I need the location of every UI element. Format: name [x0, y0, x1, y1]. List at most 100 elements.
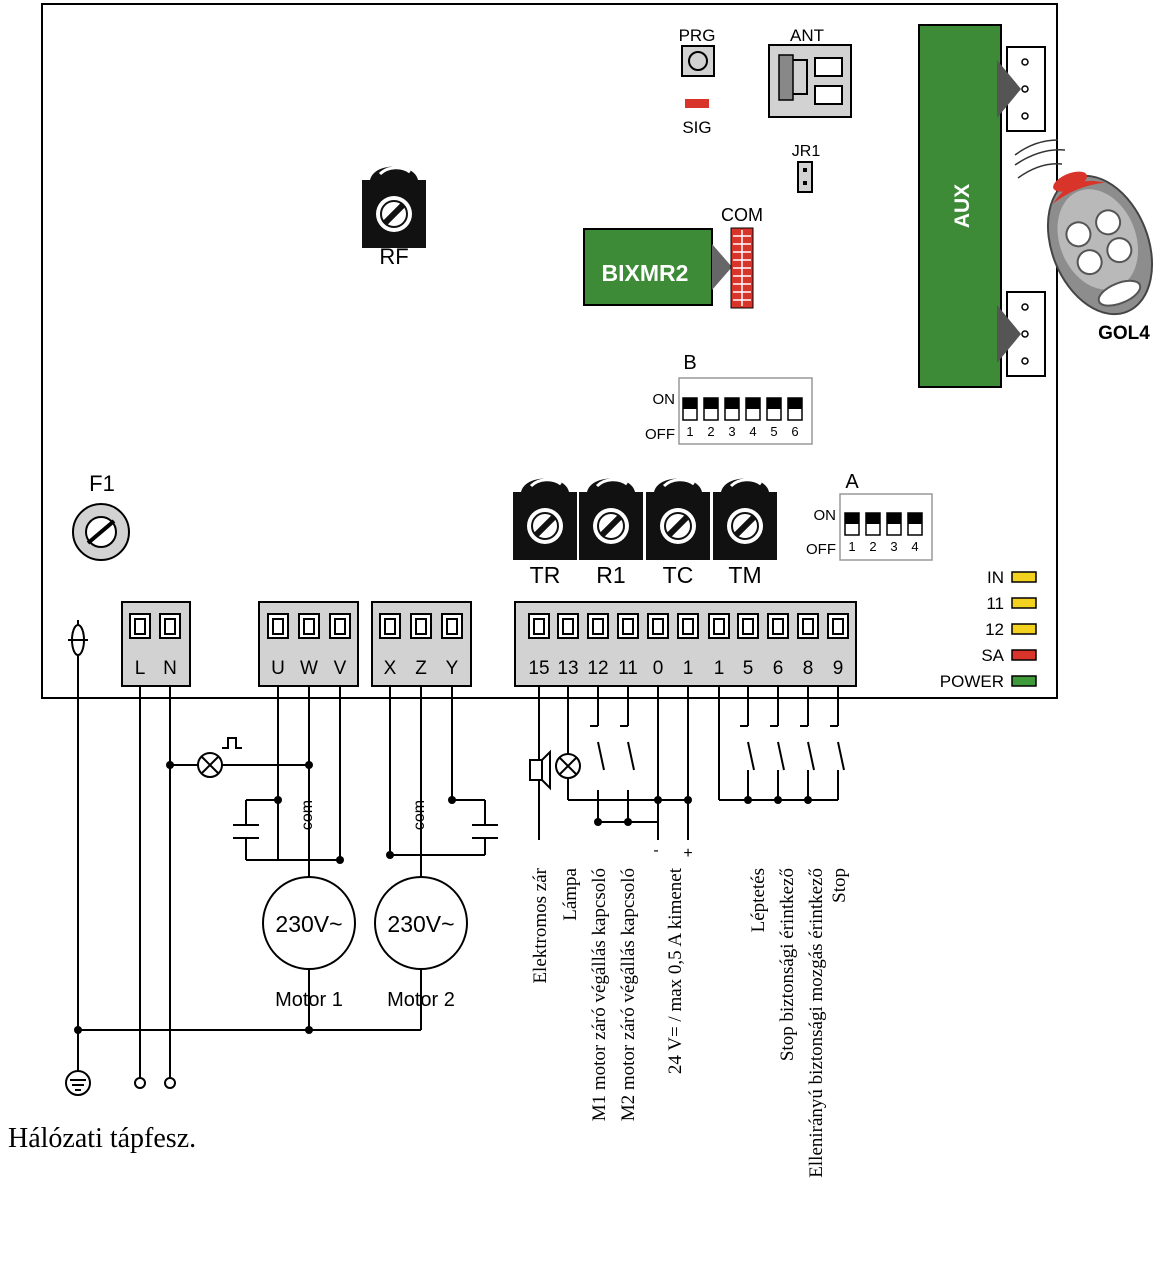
led-label: SA: [981, 646, 1004, 665]
screw-terminal-io[interactable]: [647, 613, 669, 639]
aux-module: [918, 24, 1002, 388]
screw-terminal-motor2[interactable]: [379, 613, 401, 639]
r1-trimmer-knob[interactable]: [579, 479, 643, 561]
f1-label: F1: [89, 471, 115, 496]
led-indicator: [1011, 675, 1037, 687]
motor1-com-label: com: [299, 800, 316, 830]
trimmer-label-tm: TM: [728, 562, 761, 588]
tr-trimmer-knob[interactable]: [513, 479, 577, 561]
dip-b-number: 6: [791, 424, 798, 439]
aux-label: AUX: [951, 184, 974, 228]
bixmr2-arrow: [712, 244, 732, 290]
terminal-label-io: 5: [743, 658, 754, 679]
terminal-label-motor1: V: [334, 658, 347, 679]
prg-button-knob: [688, 51, 708, 71]
screw-terminal-io[interactable]: [797, 613, 819, 639]
dip-a-on-label: ON: [814, 507, 837, 524]
screw-terminal-io[interactable]: [737, 613, 759, 639]
dip-b-off-label: OFF: [645, 426, 675, 443]
led-label: IN: [987, 568, 1004, 587]
dip-b-title: B: [683, 352, 696, 374]
dip-a-number: 3: [890, 539, 897, 554]
screw-terminal-power[interactable]: [129, 613, 151, 639]
screw-terminal-io[interactable]: [677, 613, 699, 639]
motor2-label: Motor 2: [387, 989, 455, 1011]
earth-symbol: [65, 1070, 91, 1096]
dip-b-number: 4: [749, 424, 756, 439]
io-label: Stop biztonsági érintkező: [777, 868, 798, 1061]
bixmr2-module: [583, 228, 713, 306]
screw-terminal-io[interactable]: [528, 613, 550, 639]
terminal-label-io: 15: [528, 658, 549, 679]
io-label: Ellenirányú biztonsági mozgás érintkező: [806, 868, 827, 1178]
screw-terminal-power[interactable]: [159, 613, 181, 639]
terminal-label-power: N: [163, 658, 177, 679]
dip-b-number: 2: [707, 424, 714, 439]
dip-b-number: 1: [686, 424, 693, 439]
trimmer-label-r1: R1: [596, 562, 625, 588]
led-indicator: [1011, 649, 1037, 661]
bixmr2-label: BIXMR2: [602, 260, 689, 286]
polarity-plus: +: [683, 845, 692, 862]
screw-terminal-io[interactable]: [587, 613, 609, 639]
terminal-label-io: 0: [653, 658, 664, 679]
jr1-jumper[interactable]: [797, 161, 813, 193]
mains-supply-label: Hálózati tápfesz.: [8, 1123, 196, 1154]
io-label: Lámpa: [560, 867, 581, 920]
screw-terminal-io[interactable]: [767, 613, 789, 639]
motor1-label: Motor 1: [275, 989, 343, 1011]
screw-terminal-io[interactable]: [557, 613, 579, 639]
terminal-label-io: 11: [618, 658, 638, 679]
terminal-label-motor1: W: [300, 658, 318, 679]
com-label: COM: [721, 205, 763, 225]
ant-label: ANT: [790, 26, 824, 45]
terminal-label-io: 1: [714, 658, 725, 679]
terminal-label-io: 6: [773, 658, 784, 679]
tc-trimmer-knob[interactable]: [646, 479, 710, 561]
sig-led: [685, 99, 709, 108]
io-label: Stop: [829, 868, 850, 903]
screw-terminal-motor1[interactable]: [329, 613, 351, 639]
pcb-board-outline: [41, 3, 1058, 699]
io-label: M2 motor záró végállás kapcsoló: [618, 868, 639, 1121]
motor2-rating: 230V~: [387, 911, 454, 937]
dip-a-off-label: OFF: [806, 541, 836, 558]
led-label: POWER: [940, 672, 1004, 691]
terminal-label-io: 8: [803, 658, 814, 679]
prg-label: PRG: [679, 26, 716, 45]
io-label: 24 V= / max 0,5 A kimenet: [665, 867, 686, 1074]
dip-b-number: 3: [728, 424, 735, 439]
screw-terminal-io[interactable]: [617, 613, 639, 639]
aux-arrow-bottom: [997, 305, 1021, 363]
gol4-remote: [1014, 139, 1154, 316]
terminal-label-motor2: X: [384, 658, 397, 679]
io-label: Léptetés: [748, 868, 769, 932]
gol4-label: GOL4: [1098, 323, 1150, 344]
aux-arrow-top: [997, 60, 1021, 118]
rf-label: RF: [379, 244, 408, 269]
n-terminal-end: [164, 1077, 176, 1089]
io-label: Elektromos zár: [530, 867, 551, 983]
screw-terminal-motor1[interactable]: [267, 613, 289, 639]
tm-trimmer-knob[interactable]: [713, 479, 777, 561]
dip-b-number: 5: [770, 424, 777, 439]
dip-a-number: 2: [869, 539, 876, 554]
screw-terminal-motor1[interactable]: [298, 613, 320, 639]
terminal-label-motor2: Z: [415, 658, 427, 679]
motor2-com-label: com: [411, 800, 428, 830]
rf-trimmer-knob[interactable]: [362, 167, 426, 249]
terminal-label-io: 12: [587, 658, 608, 679]
dip-a-title: A: [845, 471, 859, 493]
screw-terminal-motor2[interactable]: [410, 613, 432, 639]
dip-a-number: 4: [911, 539, 918, 554]
screw-terminal-io[interactable]: [827, 613, 849, 639]
sig-label: SIG: [682, 118, 711, 137]
led-label: 12: [985, 620, 1004, 639]
motor1-rating: 230V~: [275, 911, 342, 937]
screw-terminal-io[interactable]: [708, 613, 730, 639]
terminal-label-io: 13: [557, 658, 578, 679]
terminal-label-motor1: U: [271, 658, 285, 679]
dip-a-number: 1: [848, 539, 855, 554]
screw-terminal-motor2[interactable]: [441, 613, 463, 639]
junction-dots: [74, 761, 812, 1034]
